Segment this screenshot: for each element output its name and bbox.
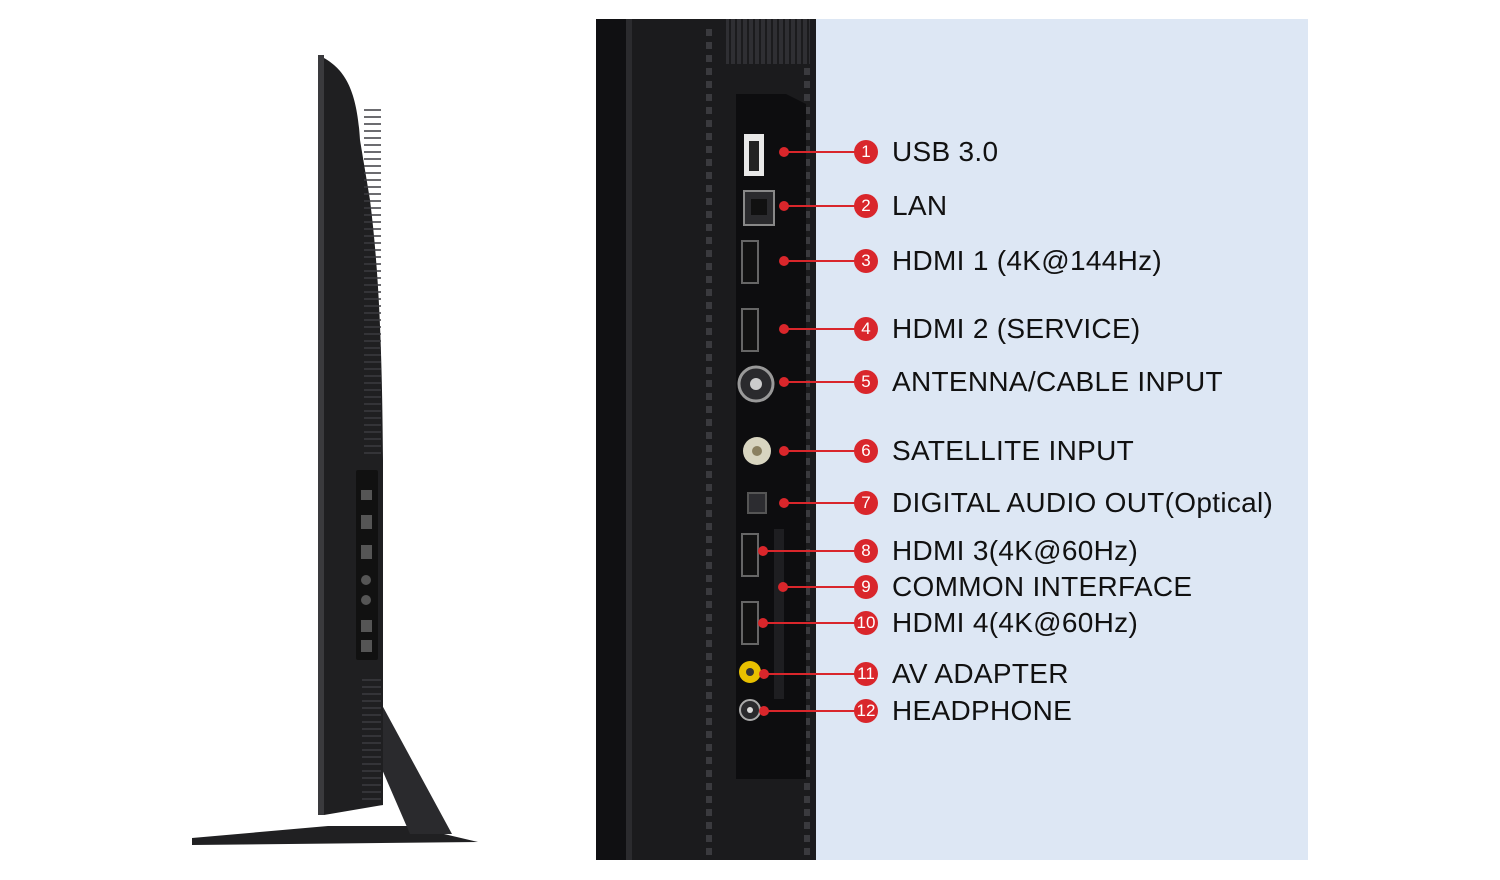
callout-number: 2 <box>854 194 878 218</box>
callout-number: 6 <box>854 439 878 463</box>
callout-label: LAN <box>892 190 948 221</box>
callout-number: 8 <box>854 539 878 563</box>
callout-label: HDMI 1 (4K@144Hz) <box>892 245 1163 276</box>
leader-line <box>784 260 858 262</box>
hdmi-port-icon <box>741 533 759 577</box>
callout-number: 7 <box>854 491 878 515</box>
usb-port-icon <box>744 134 764 176</box>
connector-panel <box>596 19 816 860</box>
leader-line <box>763 622 858 624</box>
callout-antenna: 5 ANTENNA/CABLE INPUT <box>600 367 1300 397</box>
callout-headphone: 12 HEADPHONE <box>600 696 1300 726</box>
av-jack-icon <box>739 661 761 683</box>
callout-hdmi-3: 8 HDMI 3(4K@60Hz) <box>600 536 1300 566</box>
tv-side-view <box>192 55 478 845</box>
callout-label: HEADPHONE <box>892 695 1073 726</box>
callout-label: SATELLITE INPUT <box>892 435 1135 466</box>
leader-line <box>763 550 858 552</box>
callout-number: 4 <box>854 317 878 341</box>
leader-line <box>784 381 858 383</box>
callout-hdmi-4: 10 HDMI 4(4K@60Hz) <box>600 608 1300 638</box>
callout-lan: 2 LAN <box>600 191 1300 221</box>
callout-common-interface: 9 COMMON INTERFACE <box>600 572 1300 602</box>
callout-number: 12 <box>854 699 878 723</box>
callout-label: HDMI 3(4K@60Hz) <box>892 535 1139 566</box>
callout-label: DIGITAL AUDIO OUT(Optical) <box>892 487 1274 518</box>
lan-port-icon <box>743 190 775 226</box>
tv-stand-base <box>192 826 478 845</box>
leader-line <box>764 673 858 675</box>
hdmi-port-icon <box>741 240 759 284</box>
satellite-port-icon <box>743 437 771 465</box>
callout-label: USB 3.0 <box>892 136 999 167</box>
leader-line <box>784 502 858 504</box>
callout-optical: 7 DIGITAL AUDIO OUT(Optical) <box>600 488 1300 518</box>
callout-label: AV ADAPTER <box>892 658 1069 689</box>
leader-line <box>783 586 858 588</box>
callout-label: HDMI 2 (SERVICE) <box>892 313 1141 344</box>
leader-line <box>784 328 858 330</box>
callout-number: 10 <box>854 611 878 635</box>
leader-line <box>764 710 858 712</box>
callout-hdmi-1: 3 HDMI 1 (4K@144Hz) <box>600 246 1300 276</box>
callout-number: 1 <box>854 140 878 164</box>
callout-label: ANTENNA/CABLE INPUT <box>892 366 1223 397</box>
callout-av-adapter: 11 AV ADAPTER <box>600 659 1300 689</box>
leader-line <box>784 151 858 153</box>
coax-port-icon <box>737 365 775 403</box>
callout-number: 9 <box>854 575 878 599</box>
callout-label: COMMON INTERFACE <box>892 571 1193 602</box>
callout-list: 1 USB 3.0 2 LAN 3 HDMI 1 (4K@144Hz) 4 HD… <box>600 0 1500 880</box>
callout-label: HDMI 4(4K@60Hz) <box>892 607 1139 638</box>
callout-number: 11 <box>854 662 878 686</box>
callout-satellite: 6 SATELLITE INPUT <box>600 436 1300 466</box>
leader-line <box>784 450 858 452</box>
callout-usb: 1 USB 3.0 <box>600 137 1300 167</box>
optical-port-icon <box>747 492 767 514</box>
tv-panel-edge <box>318 55 324 815</box>
callout-number: 3 <box>854 249 878 273</box>
callout-number: 5 <box>854 370 878 394</box>
callout-hdmi-2: 4 HDMI 2 (SERVICE) <box>600 314 1300 344</box>
label-panel <box>816 19 1308 860</box>
leader-line <box>784 205 858 207</box>
hdmi-port-icon <box>741 308 759 352</box>
